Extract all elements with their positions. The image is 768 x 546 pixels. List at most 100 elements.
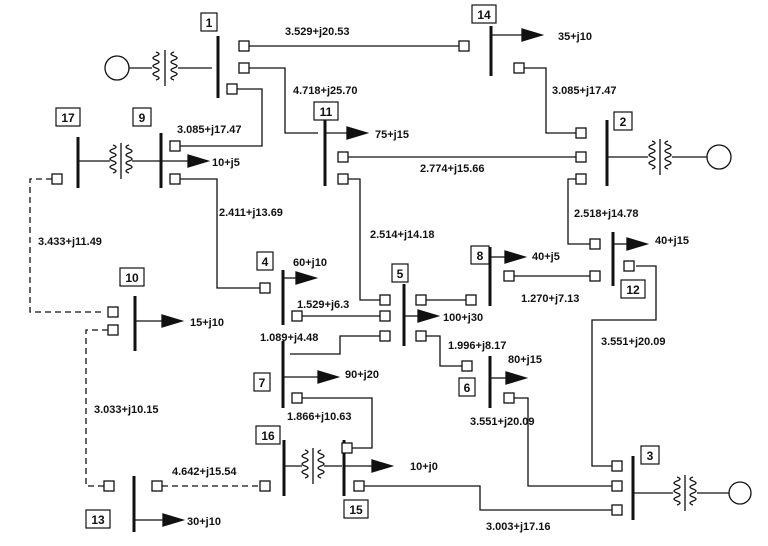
load-6: 80+j15 xyxy=(508,354,542,366)
line-7-15 xyxy=(302,397,373,449)
bus-label-14: 14 xyxy=(477,8,491,22)
transformer-gen2 xyxy=(608,139,707,175)
breaker xyxy=(379,330,391,342)
impedance-11-5: 2.514+j14.18 xyxy=(370,229,435,241)
breaker xyxy=(259,282,271,294)
transformer-9-17 xyxy=(78,143,160,179)
bus-label-9: 9 xyxy=(139,111,146,125)
breaker xyxy=(503,392,515,404)
line-14-2 xyxy=(524,67,576,134)
breaker xyxy=(259,480,271,492)
load-13: 30+j10 xyxy=(187,516,221,528)
impedance-13-16: 4.642+j15.54 xyxy=(172,466,237,478)
impedance-14-2: 3.085+j17.47 xyxy=(552,85,617,97)
load-arrow-10 xyxy=(135,314,185,328)
breaker xyxy=(353,480,365,492)
breaker xyxy=(589,238,601,250)
load-arrow-4 xyxy=(283,271,319,285)
transformer-gen3 xyxy=(633,475,729,511)
breaker xyxy=(465,294,477,306)
load-arrow-7 xyxy=(283,370,341,384)
breaker xyxy=(107,306,119,318)
breaker xyxy=(238,62,250,74)
bus-label-2: 2 xyxy=(620,115,627,129)
breaker xyxy=(337,173,349,185)
bus-label-12: 12 xyxy=(626,283,640,297)
line-5-7 xyxy=(290,335,380,355)
breaker xyxy=(415,294,427,306)
load-arrow-6 xyxy=(490,371,529,385)
breaker xyxy=(151,480,163,492)
breaker xyxy=(107,324,119,336)
line-11-5 xyxy=(348,178,380,301)
breaker xyxy=(337,151,349,163)
load-arrow-14 xyxy=(491,28,545,42)
line-17-10 xyxy=(29,178,104,313)
load-9: 10+j5 xyxy=(212,157,240,169)
line-6-3 xyxy=(514,397,612,487)
breaker xyxy=(611,504,623,516)
breaker xyxy=(461,360,473,372)
load-arrow-8 xyxy=(490,250,528,264)
impedance-5-6: 1.996+j8.17 xyxy=(448,340,506,352)
transformer-gen1 xyxy=(129,50,212,86)
impedance-12-3: 3.551+j20.09 xyxy=(601,336,666,348)
breaker xyxy=(611,480,623,492)
breaker xyxy=(169,140,181,152)
load-7: 90+j20 xyxy=(345,369,379,381)
load-arrow-11 xyxy=(325,126,370,140)
generator-bus2 xyxy=(706,144,732,170)
impedance-1-11: 4.718+j25.70 xyxy=(293,85,358,97)
breaker xyxy=(291,310,303,322)
line-1-11 xyxy=(249,67,318,134)
breaker xyxy=(589,270,601,282)
load-11: 75+j15 xyxy=(375,129,409,141)
breaker xyxy=(503,270,515,282)
impedance-1-14: 3.529+j20.53 xyxy=(285,26,350,38)
load-4: 60+j10 xyxy=(293,257,327,269)
load-15: 10+j0 xyxy=(410,461,438,473)
breaker xyxy=(575,173,587,185)
breaker xyxy=(415,330,427,342)
impedance-5-7: 1.089+j4.48 xyxy=(260,332,318,344)
breaker xyxy=(103,480,115,492)
bus-label-3: 3 xyxy=(647,449,654,463)
breaker xyxy=(51,173,63,185)
load-12: 40+j15 xyxy=(655,235,689,247)
line-10-13 xyxy=(85,329,108,487)
impedance-4-5: 1.529+j6.3 xyxy=(297,299,349,311)
breaker xyxy=(238,40,250,52)
breaker xyxy=(379,294,391,306)
load-arrow-5 xyxy=(404,309,441,323)
bus-label-15: 15 xyxy=(349,503,363,517)
load-10: 15+j10 xyxy=(190,317,224,329)
breaker xyxy=(575,127,587,139)
bus-label-5: 5 xyxy=(397,267,404,281)
bus-label-10: 10 xyxy=(125,271,139,285)
load-arrow-15 xyxy=(344,459,395,473)
breaker xyxy=(458,40,470,52)
breaker xyxy=(513,62,525,74)
line-5-6 xyxy=(426,335,462,367)
generator-bus1 xyxy=(104,55,130,81)
line-12-3 xyxy=(591,265,657,467)
load-5: 100+j30 xyxy=(443,312,483,324)
line-15-3 xyxy=(364,485,612,511)
breaker xyxy=(623,260,635,272)
impedance-6-3: 3.551+j20.09 xyxy=(470,416,535,428)
line-9-4 xyxy=(180,178,260,289)
impedance-11-2: 2.774+j15.66 xyxy=(420,163,485,175)
transformer-15-16 xyxy=(284,448,342,484)
breaker xyxy=(291,392,303,404)
line-1-9 xyxy=(180,88,263,147)
impedance-2-12: 2.518+j14.78 xyxy=(574,208,639,220)
load-14: 35+j10 xyxy=(558,31,592,43)
breaker xyxy=(379,310,391,322)
bus-label-1: 1 xyxy=(206,16,213,30)
breaker xyxy=(169,173,181,185)
impedance-17-10: 3.433+j11.49 xyxy=(38,236,102,248)
load-arrow-9 xyxy=(162,154,211,168)
load-arrow-13 xyxy=(134,513,186,527)
impedance-9-4: 2.411+j13.69 xyxy=(219,207,283,219)
impedance-10-13: 3.033+j10.15 xyxy=(94,404,159,416)
